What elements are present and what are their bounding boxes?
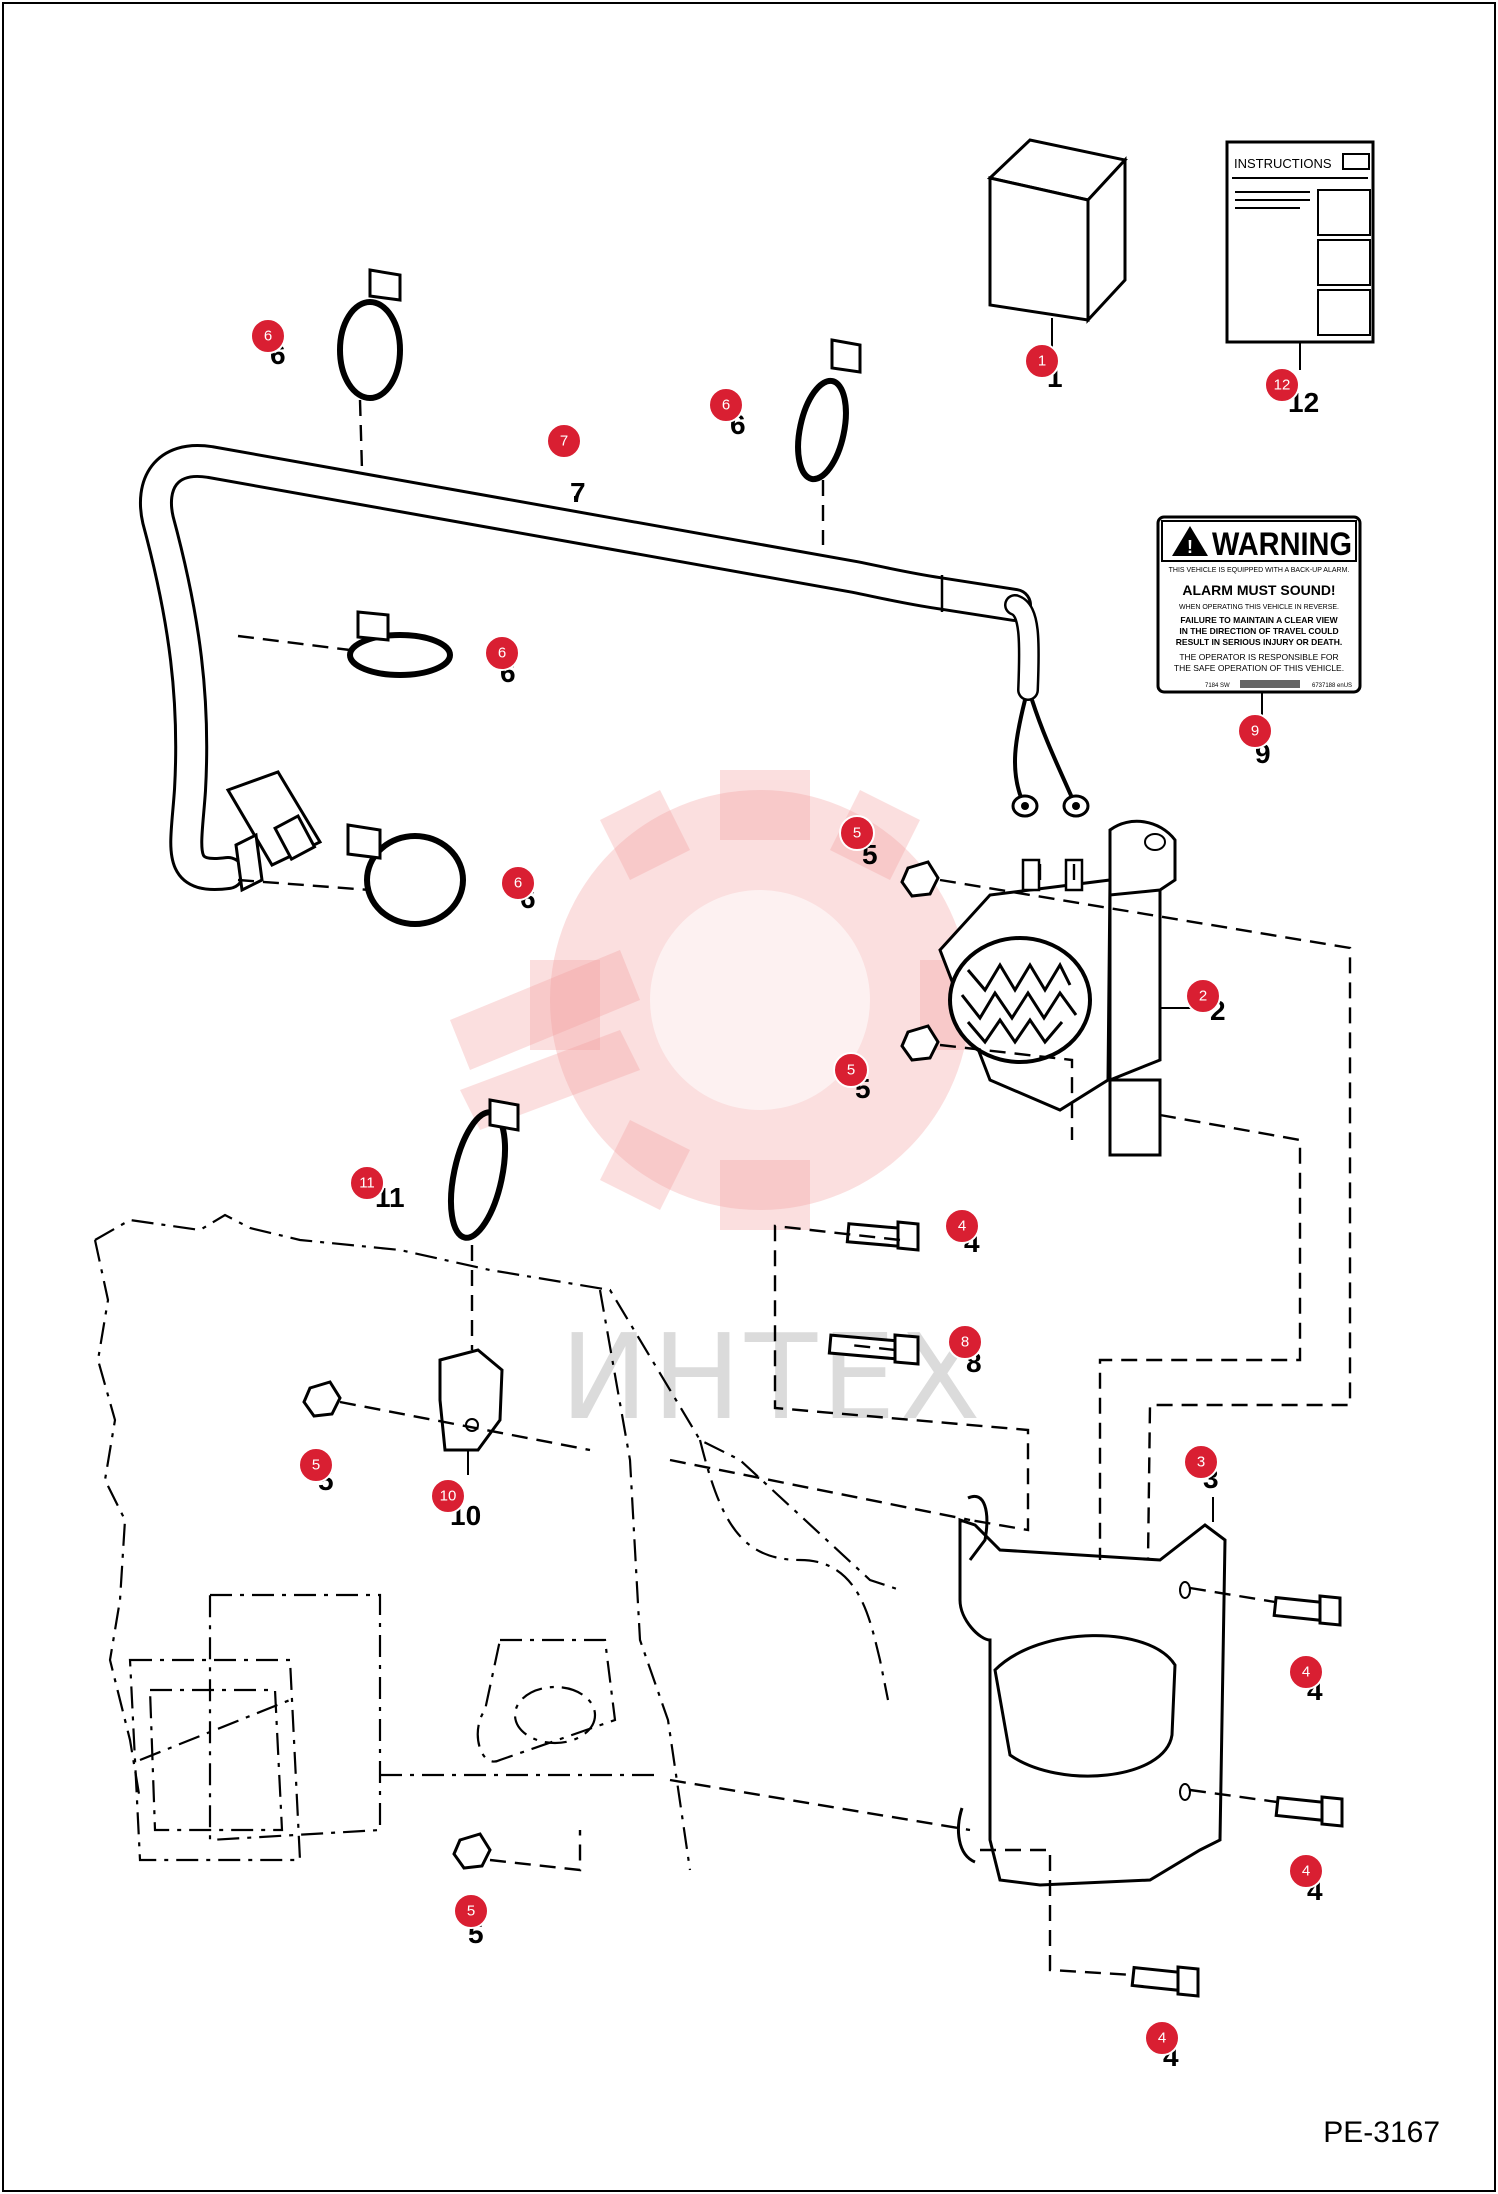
- warning-line-7: THE OPERATOR IS RESPONSIBLE FOR: [1179, 652, 1338, 662]
- warning-line-8: THE SAFE OPERATION OF THIS VEHICLE.: [1174, 663, 1344, 673]
- warning-code-left: 7184 SW: [1205, 683, 1230, 689]
- callout-5b: 5: [833, 1052, 869, 1088]
- callout-7: 7: [546, 423, 582, 459]
- warning-line-2: ALARM MUST SOUND!: [1182, 582, 1335, 598]
- svg-text:6: 6: [264, 328, 272, 345]
- svg-text:4: 4: [1158, 2030, 1166, 2047]
- part-6-cable-tie-d: [346, 823, 466, 927]
- svg-text:4: 4: [1302, 1664, 1310, 1681]
- assembly-lines: [237, 399, 1352, 1977]
- svg-text:11: 11: [359, 1175, 375, 1192]
- machine-frame-phantom: [93, 1213, 901, 1871]
- svg-text:8: 8: [961, 1334, 969, 1351]
- warning-code-right: 6737188 enUS: [1312, 683, 1352, 689]
- watermark-gear-logo: [450, 770, 990, 1230]
- callout-4b: 4: [1288, 1654, 1324, 1690]
- callout-9: 9: [1237, 713, 1273, 749]
- warning-line-4: FAILURE TO MAINTAIN A CLEAR VIEW: [1180, 615, 1338, 625]
- callout-5c: 5: [298, 1447, 334, 1483]
- part-5-nut-b: [900, 1024, 940, 1062]
- svg-text:7: 7: [570, 477, 586, 508]
- instructions-title: INSTRUCTIONS: [1234, 156, 1332, 171]
- svg-text:5: 5: [847, 1062, 855, 1079]
- part-12-instructions-sheet: INSTRUCTIONS: [1225, 140, 1375, 370]
- svg-text:2: 2: [1199, 988, 1207, 1005]
- callout-6d: 6: [500, 865, 536, 901]
- callout-6a: 6: [250, 318, 286, 354]
- svg-text:10: 10: [440, 1488, 457, 1505]
- part-4-bolt-b: [1272, 1594, 1342, 1627]
- warning-line-1: THIS VEHICLE IS EQUIPPED WITH A BACK-UP …: [1169, 567, 1350, 574]
- callout-12: 12: [1264, 367, 1300, 403]
- callout-5a: 5: [839, 815, 875, 851]
- callout-11: 11: [349, 1165, 385, 1201]
- callout-5d: 5: [453, 1893, 489, 1929]
- svg-text:7: 7: [560, 433, 568, 450]
- warning-heading: WARNING: [1212, 526, 1352, 562]
- svg-text:1: 1: [1038, 353, 1046, 370]
- part-5-nut-c: [302, 1380, 342, 1418]
- part-6-cable-tie-c: [347, 610, 453, 678]
- warning-line-6: RESULT IN SERIOUS INJURY OR DEATH.: [1176, 637, 1342, 647]
- callout-2: 2: [1185, 978, 1221, 1014]
- svg-text:6: 6: [498, 645, 506, 662]
- callout-6b: 6: [708, 387, 744, 423]
- svg-text:5: 5: [853, 825, 861, 842]
- svg-text:12: 12: [1274, 377, 1291, 394]
- part-6-cable-tie-a: [337, 268, 403, 401]
- callout-4a: 4: [944, 1208, 980, 1244]
- callout-6c: 6: [484, 635, 520, 671]
- warning-line-5: IN THE DIRECTION OF TRAVEL COULD: [1179, 626, 1338, 636]
- figure-code: PE-3167: [1323, 2116, 1440, 2149]
- svg-text:6: 6: [514, 875, 522, 892]
- callout-4c: 4: [1288, 1853, 1324, 1889]
- svg-text:9: 9: [1251, 723, 1259, 740]
- part-10-clip-bracket: [438, 1348, 504, 1475]
- part-2-backup-alarm: [938, 819, 1192, 1157]
- svg-text:5: 5: [467, 1903, 475, 1920]
- part-1-box: [986, 138, 1128, 348]
- watermark-text: ИНТЕХ: [560, 1308, 984, 1446]
- svg-text:6: 6: [722, 397, 730, 414]
- callout-10: 10: [430, 1478, 466, 1514]
- callout-8: 8: [947, 1324, 983, 1360]
- svg-text:4: 4: [958, 1218, 966, 1235]
- part-4-bolt-d: [1130, 1965, 1200, 1998]
- part-6-cable-tie-b: [795, 338, 862, 483]
- svg-text:3: 3: [1197, 1454, 1205, 1471]
- part-9-warning-decal: ! WARNING THIS VEHICLE IS EQUIPPED WITH …: [1156, 515, 1362, 718]
- part-7-wire-harness: [138, 444, 1090, 893]
- part-3-mounting-bracket: [956, 1494, 1227, 1887]
- part-5-nut-a: [900, 860, 940, 898]
- barcode: [1240, 680, 1300, 688]
- callout-4d: 4: [1144, 2020, 1180, 2056]
- part-5-nut-d: [452, 1832, 492, 1870]
- warning-triangle-icon: [1172, 526, 1208, 556]
- callout-3: 3: [1183, 1444, 1219, 1480]
- part-11-cable-tie: [448, 1098, 520, 1241]
- part-4-bolt-a: [845, 1220, 920, 1252]
- svg-text:4: 4: [1302, 1863, 1310, 1880]
- part-4-bolt-c: [1274, 1795, 1344, 1828]
- svg-text:!: !: [1187, 537, 1193, 557]
- callout-1: 1: [1024, 343, 1060, 379]
- warning-line-3: WHEN OPERATING THIS VEHICLE IN REVERSE.: [1179, 604, 1339, 611]
- svg-text:5: 5: [312, 1457, 320, 1474]
